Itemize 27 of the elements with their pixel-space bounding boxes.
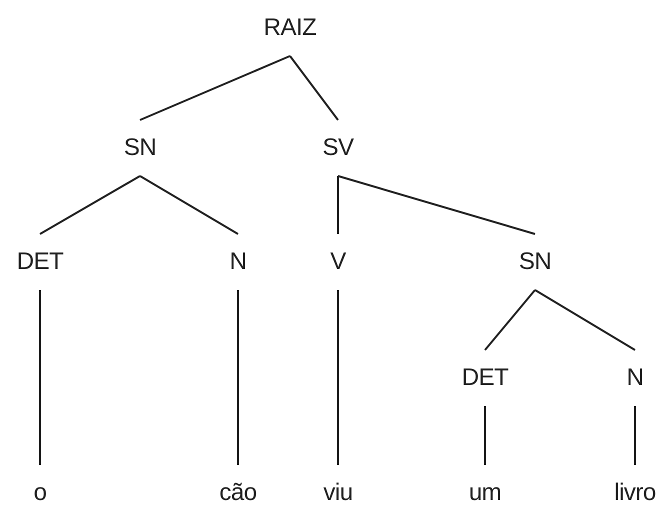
tree-branch (237, 290, 239, 465)
tree-label: DET (16, 248, 64, 276)
tree-label: livro (614, 479, 656, 506)
tree-label: N (626, 364, 644, 392)
tree-label: o (34, 479, 46, 506)
tree-label: DET (462, 364, 508, 392)
tree-branch (484, 406, 486, 465)
tree-branch (484, 289, 536, 351)
tree-branch (289, 55, 339, 121)
tree-label: viu (323, 479, 353, 506)
tree-label: SN (124, 134, 156, 162)
tree-branch (40, 175, 140, 235)
tree-label: RAIZ (264, 14, 316, 42)
tree-branch (139, 175, 239, 235)
tree-label: N (230, 248, 246, 276)
tree-branch (634, 406, 636, 465)
tree-branch (337, 176, 339, 234)
tree-branch (39, 290, 41, 465)
tree-branch (337, 290, 339, 465)
tree-branch (338, 175, 536, 235)
tree-branch (140, 55, 290, 121)
tree-label: SN (518, 248, 552, 276)
tree-label: V (330, 248, 346, 276)
tree-branch (534, 289, 636, 351)
tree-label: um (468, 479, 502, 506)
tree-label: SV (322, 134, 354, 162)
tree-label: cão (219, 479, 257, 506)
